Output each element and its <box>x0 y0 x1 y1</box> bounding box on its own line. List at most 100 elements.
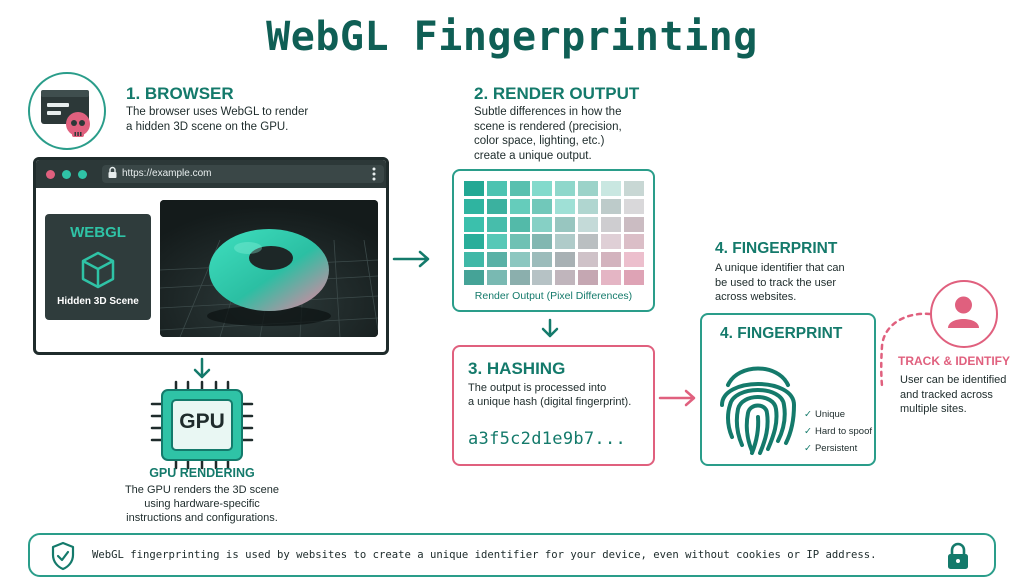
step2-desc: Subtle differences in how the scene is r… <box>474 106 622 162</box>
arrow-right-icon-pink <box>658 388 698 413</box>
window-dot-red <box>46 170 55 179</box>
pixel-cell <box>464 181 484 196</box>
webgl-panel: WEBGL Hidden 3D Scene <box>45 214 151 320</box>
pixel-cell <box>532 181 553 196</box>
webgl-label: WEBGL <box>70 224 126 241</box>
pixel-cell <box>623 181 644 196</box>
pixel-cell <box>555 181 576 196</box>
pixel-cell <box>486 198 507 214</box>
step1-desc: The browser uses WebGL to render a hidde… <box>126 106 309 133</box>
pixel-cell <box>600 252 621 268</box>
pixel-cell <box>578 252 598 268</box>
pixel-cell <box>464 270 484 285</box>
pixel-cell <box>486 234 507 250</box>
pixel-cell <box>532 216 553 232</box>
pixel-cell <box>509 181 530 196</box>
check-icon: ✓ <box>804 426 812 437</box>
gpu-title: GPU RENDERING <box>149 466 255 480</box>
check-unique: ✓Unique <box>804 409 846 420</box>
track-desc: User can be identified and tracked acros… <box>900 374 1007 415</box>
hashing-box: 3. HASHING The output is processed into … <box>452 345 655 466</box>
arrow-down-icon-2 <box>540 318 560 345</box>
check-persistent: ✓Persistent <box>804 443 858 454</box>
pixel-cell <box>623 252 644 268</box>
pixel-cell <box>600 216 621 232</box>
dashed-connector <box>876 306 932 395</box>
window-dot-teal <box>62 170 71 179</box>
pixel-cell <box>578 198 598 214</box>
pixel-cell <box>464 252 484 268</box>
window-dot-teal-2 <box>78 170 87 179</box>
pixel-cell <box>623 270 644 285</box>
step4-desc: A unique identifier that can be used to … <box>715 262 845 303</box>
step2-title: 2. RENDER OUTPUT <box>474 84 640 103</box>
pixel-cell <box>600 181 621 196</box>
hash-value: a3f5c2d1e9b7... <box>468 429 627 449</box>
more-vertical-icon <box>372 167 376 186</box>
pixel-cell <box>509 198 530 214</box>
url-text: https://example.com <box>122 168 212 179</box>
browser-window: https://example.com WEBGL Hidden 3D Scen… <box>33 157 389 355</box>
arrow-down-icon <box>192 357 212 386</box>
address-bar: https://example.com <box>102 165 384 183</box>
pixel-cell <box>486 181 507 196</box>
gpu-chip-label: GPU <box>179 410 225 433</box>
pixel-cell <box>486 252 507 268</box>
arrow-right-icon <box>392 249 432 274</box>
padlock-icon <box>946 541 970 576</box>
info-banner: WebGL fingerprinting is used by websites… <box>28 533 996 577</box>
pixel-cell <box>532 252 553 268</box>
hidden-scene-label: Hidden 3D Scene <box>57 296 139 307</box>
pixel-cell <box>532 234 553 250</box>
pixel-cell <box>555 198 576 214</box>
pixel-cell <box>509 216 530 232</box>
render-output-box: Render Output (Pixel Differences) <box>452 169 655 312</box>
pixel-cell <box>555 270 576 285</box>
check-icon: ✓ <box>804 409 812 420</box>
pixel-cell <box>578 181 598 196</box>
banner-text: WebGL fingerprinting is used by websites… <box>92 549 877 561</box>
fingerprint-box: 4. FINGERPRINT ✓Unique ✓Hard to spoof ✓P… <box>700 313 876 466</box>
pixel-cell <box>555 216 576 232</box>
pixel-cell <box>578 234 598 250</box>
pixel-cell <box>600 234 621 250</box>
pixel-cell <box>486 216 507 232</box>
check-icon: ✓ <box>804 443 812 454</box>
pixel-cell <box>623 234 644 250</box>
pixel-cell <box>578 270 598 285</box>
pixel-cell <box>464 234 484 250</box>
page-title: WebGL Fingerprinting <box>266 14 758 60</box>
pixel-cell <box>555 234 576 250</box>
browser-skull-icon <box>28 72 106 150</box>
pixel-cell <box>623 216 644 232</box>
pixel-cell <box>532 270 553 285</box>
check-hard-to-spoof: ✓Hard to spoof <box>804 426 873 437</box>
fingerprint-box-title: 4. FINGERPRINT <box>720 325 843 342</box>
cube-icon <box>79 250 117 295</box>
pixel-cell <box>555 252 576 268</box>
pixel-cell <box>486 270 507 285</box>
pixel-cell <box>623 198 644 214</box>
render-output-caption: Render Output (Pixel Differences) <box>474 290 633 302</box>
pixel-cell <box>509 252 530 268</box>
shield-check-icon <box>50 541 76 576</box>
step3-title: 3. HASHING <box>468 359 566 378</box>
step1-title: 1. BROWSER <box>126 84 234 103</box>
fingerprint-icon <box>714 357 802 462</box>
step4-title: 4. FINGERPRINT <box>715 240 838 257</box>
pixel-cell <box>578 216 598 232</box>
pixel-cell <box>600 270 621 285</box>
step3-desc: The output is processed into a unique ha… <box>468 382 632 408</box>
pixel-cell <box>532 198 553 214</box>
pixel-cell <box>509 234 530 250</box>
gpu-desc: The GPU renders the 3D scene using hardw… <box>124 484 280 524</box>
gpu-chip-icon <box>148 380 256 475</box>
pixel-cell <box>464 216 484 232</box>
lock-icon <box>108 165 117 188</box>
torus-scene <box>160 200 378 337</box>
track-title: TRACK & IDENTIFY <box>898 354 1010 368</box>
pixel-cell <box>464 198 484 214</box>
pixel-cell <box>509 270 530 285</box>
browser-toolbar: https://example.com <box>36 160 386 188</box>
user-icon <box>930 280 998 348</box>
